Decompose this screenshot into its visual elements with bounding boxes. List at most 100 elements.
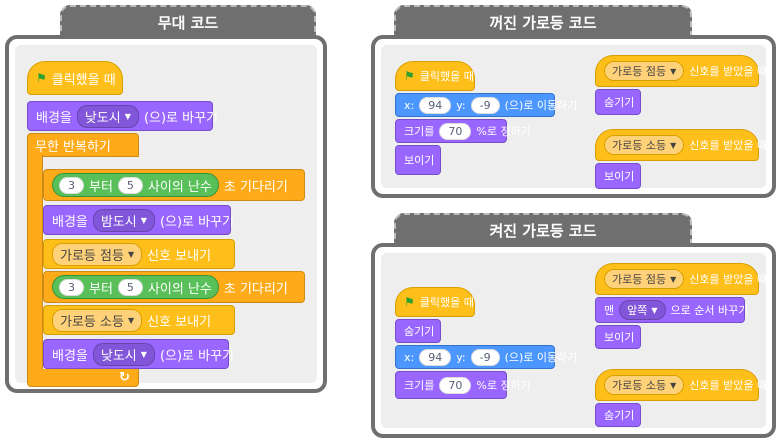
random-from-input[interactable]: 3 — [59, 278, 84, 296]
broadcast-value: 가로등 점등 — [60, 248, 124, 264]
chevron-down-icon: ▼ — [651, 305, 658, 315]
stage-code-panel: ⚑ 클릭했을 때 배경을 낮도시▼ (으)로 바꾸기 무한 반복하기 ↻ 3 — [5, 35, 327, 393]
random-from-input[interactable]: 3 — [59, 176, 84, 194]
layer-suffix: 으로 순서 바꾸기 — [670, 304, 749, 317]
message-value: 가로등 점등 — [612, 65, 667, 78]
random-operator[interactable]: 3 부터 5 사이의 난수 — [52, 173, 219, 197]
goto-xy-block[interactable]: x: 94 y: -9 (으)로 이동하기 — [395, 93, 577, 117]
size-input[interactable]: 70 — [439, 376, 472, 394]
hat-label: 클릭했을 때 — [419, 296, 474, 309]
on-light-code-panel: ⚑ 클릭했을 때 숨기기 x: 94 y: -9 (으)로 이동하기 크기를 7… — [371, 243, 776, 438]
goto-suffix: (으)로 이동하기 — [504, 99, 578, 112]
size-input[interactable]: 70 — [439, 122, 472, 140]
message-dropdown[interactable]: 가로등 소등▼ — [604, 375, 685, 395]
green-flag-icon: ⚑ — [404, 295, 415, 309]
hide-block[interactable]: 숨기기 — [395, 319, 441, 343]
hide-block[interactable]: 숨기기 — [595, 89, 641, 115]
layer-prefix: 맨 — [604, 304, 615, 317]
message-dropdown[interactable]: 가로등 점등▼ — [604, 61, 685, 81]
broadcast-dropdown[interactable]: 가로등 소등▼ — [52, 308, 143, 332]
backdrop-dropdown[interactable]: 밤도시▼ — [92, 208, 155, 232]
backdrop-dropdown[interactable]: 낮도시▼ — [92, 342, 155, 366]
receive-suffix: 신호를 받았을 때 — [689, 273, 768, 286]
show-block[interactable]: 보이기 — [595, 163, 641, 189]
message-value: 가로등 소등 — [612, 379, 667, 392]
random-to-input[interactable]: 5 — [117, 278, 143, 296]
receive-suffix: 신호를 받았을 때 — [689, 65, 768, 78]
hide-label: 숨기기 — [604, 96, 635, 109]
layer-value: 앞쪽 — [627, 304, 648, 317]
tab-on-light-code[interactable]: 켜진 가로등 코드 — [394, 213, 692, 245]
wait-random-block[interactable]: 3 부터 5 사이의 난수 초 기다리기 — [43, 169, 305, 201]
wait-random-block[interactable]: 3 부터 5 사이의 난수 초 기다리기 — [43, 271, 305, 303]
size-suffix: %로 정하기 — [476, 125, 531, 138]
random-operator[interactable]: 3 부터 5 사이의 난수 — [52, 275, 219, 299]
when-flag-clicked-block[interactable]: ⚑ 클릭했을 때 — [395, 61, 475, 91]
random-to-label: 사이의 난수 — [147, 179, 212, 195]
x-label: x: — [404, 98, 415, 112]
switch-backdrop-block[interactable]: 배경을 낮도시▼ (으)로 바꾸기 — [27, 101, 218, 131]
backdrop-prefix: 배경을 — [52, 214, 88, 230]
stage-code-area: ⚑ 클릭했을 때 배경을 낮도시▼ (으)로 바꾸기 무한 반복하기 ↻ 3 — [15, 45, 317, 387]
random-to-label: 사이의 난수 — [147, 281, 212, 297]
chevron-down-icon: ▼ — [670, 66, 677, 76]
size-prefix: 크기를 — [404, 379, 435, 392]
hide-block[interactable]: 숨기기 — [595, 403, 641, 427]
receive-suffix: 신호를 받았을 때 — [689, 379, 768, 392]
go-to-layer-block[interactable]: 맨 앞쪽▼ 으로 순서 바꾸기 — [595, 297, 748, 323]
message-value: 가로등 소등 — [612, 139, 667, 152]
show-block[interactable]: 보이기 — [395, 145, 441, 175]
broadcast-block[interactable]: 가로등 소등▼ 신호 보내기 — [43, 305, 235, 335]
broadcast-dropdown[interactable]: 가로등 점등▼ — [52, 242, 143, 266]
random-to-input[interactable]: 5 — [117, 176, 143, 194]
x-label: x: — [404, 350, 415, 364]
when-receive-block[interactable]: 가로등 점등▼ 신호를 받았을 때 — [595, 55, 767, 87]
goto-xy-block[interactable]: x: 94 y: -9 (으)로 이동하기 — [395, 345, 577, 369]
chevron-down-icon: ▼ — [127, 315, 135, 325]
wait-suffix: 초 기다리기 — [223, 281, 288, 297]
backdrop-value: 낮도시 — [100, 348, 137, 364]
when-receive-block[interactable]: 가로등 소등▼ 신호를 받았을 때 — [595, 369, 767, 401]
y-input[interactable]: -9 — [470, 348, 500, 366]
x-input[interactable]: 94 — [419, 348, 452, 366]
forever-loop-bottom — [27, 369, 139, 387]
backdrop-dropdown[interactable]: 낮도시▼ — [76, 104, 139, 128]
forever-label: 무한 반복하기 — [35, 139, 111, 155]
forever-label-holder: 무한 반복하기 — [27, 133, 139, 157]
message-dropdown[interactable]: 가로등 소등▼ — [604, 135, 685, 155]
tab-stage-code[interactable]: 무대 코드 — [60, 5, 316, 37]
x-input[interactable]: 94 — [419, 96, 452, 114]
backdrop-suffix: (으)로 바꾸기 — [159, 348, 235, 364]
switch-backdrop-block[interactable]: 배경을 낮도시▼ (으)로 바꾸기 — [43, 339, 234, 369]
when-flag-clicked-block[interactable]: ⚑ 클릭했을 때 — [395, 287, 475, 317]
when-receive-block[interactable]: 가로등 소등▼ 신호를 받았을 때 — [595, 129, 767, 161]
forever-loop-top[interactable] — [27, 133, 139, 157]
backdrop-suffix: (으)로 바꾸기 — [143, 110, 219, 126]
broadcast-block[interactable]: 가로등 점등▼ 신호 보내기 — [43, 239, 235, 269]
switch-backdrop-block[interactable]: 배경을 밤도시▼ (으)로 바꾸기 — [43, 205, 235, 235]
broadcast-value: 가로등 소등 — [60, 314, 124, 330]
green-flag-icon: ⚑ — [36, 71, 47, 85]
forever-loop-arm — [27, 155, 43, 377]
tab-off-light-code[interactable]: 꺼진 가로등 코드 — [394, 5, 692, 37]
when-flag-clicked-block[interactable]: ⚑ 클릭했을 때 — [27, 61, 123, 95]
hat-label: 클릭했을 때 — [419, 70, 474, 83]
y-input[interactable]: -9 — [470, 96, 500, 114]
backdrop-suffix: (으)로 바꾸기 — [159, 214, 235, 230]
chevron-down-icon: ▼ — [124, 111, 131, 121]
message-value: 가로등 점등 — [612, 273, 667, 286]
when-receive-block[interactable]: 가로등 점등▼ 신호를 받았을 때 — [595, 263, 767, 295]
show-block[interactable]: 보이기 — [595, 325, 641, 349]
set-size-block[interactable]: 크기를 70 %로 정하기 — [395, 371, 531, 399]
backdrop-value: 밤도시 — [100, 214, 137, 230]
broadcast-suffix: 신호 보내기 — [147, 248, 212, 264]
broadcast-suffix: 신호 보내기 — [147, 314, 212, 330]
layer-dropdown[interactable]: 앞쪽▼ — [619, 300, 666, 320]
set-size-block[interactable]: 크기를 70 %로 정하기 — [395, 119, 531, 143]
wait-suffix: 초 기다리기 — [223, 179, 288, 195]
hat-label: 클릭했을 때 — [51, 72, 116, 88]
message-dropdown[interactable]: 가로등 점등▼ — [604, 269, 685, 289]
chevron-down-icon: ▼ — [140, 349, 147, 359]
size-prefix: 크기를 — [404, 125, 435, 138]
